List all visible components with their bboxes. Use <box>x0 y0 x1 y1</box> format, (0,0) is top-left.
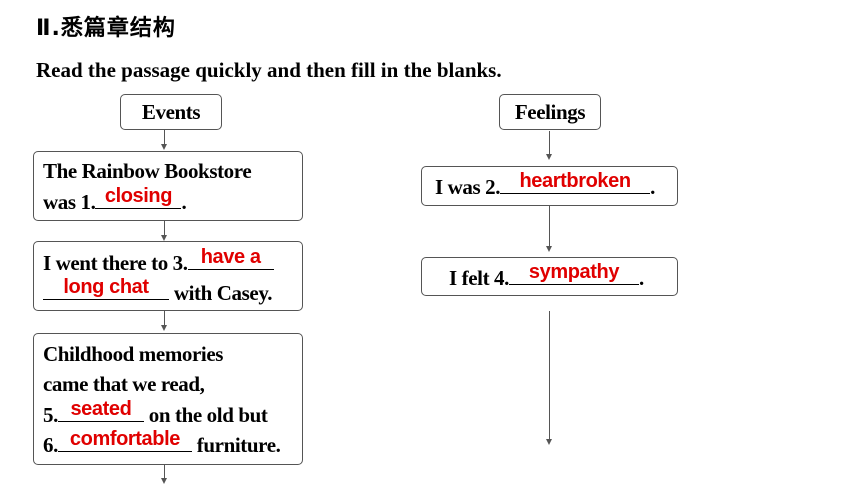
feeling-box-2: I felt 4. sympathy. <box>421 257 678 296</box>
event-box-3: Childhood memories came that we read, 5.… <box>33 333 303 465</box>
connector-line <box>549 131 550 154</box>
blank-2: heartbroken <box>500 170 651 194</box>
arrow-head <box>161 478 167 484</box>
feeling-box-1: I was 2. heartbroken. <box>421 166 678 206</box>
event3-prefix3: 5. <box>43 403 58 427</box>
arrow-head <box>161 144 167 150</box>
events-header-box: Events <box>120 94 222 130</box>
blank-3a: have a <box>187 246 274 270</box>
event3-line4: 6. comfortable furniture. <box>43 428 302 459</box>
instruction-text: Read the passage quickly and then fill i… <box>36 58 502 82</box>
blank-1: closing <box>95 185 182 209</box>
connector-line <box>164 465 165 478</box>
feeling1-line: I was 2. heartbroken. <box>435 170 677 201</box>
answer-3b: long chat <box>63 276 149 298</box>
arrow-head <box>546 439 552 445</box>
event3-line1: Childhood memories <box>43 342 224 366</box>
answer-5: seated <box>70 398 132 420</box>
event2-prefix: I went there to 3. <box>43 251 188 275</box>
arrow-head <box>161 235 167 241</box>
answer-1: closing <box>104 185 173 207</box>
event1-line2: was 1. closing. <box>43 185 302 216</box>
answer-3a: have a <box>200 246 261 268</box>
event1-suffix: . <box>181 190 187 214</box>
arrow-head <box>161 325 167 331</box>
answer-4: sympathy <box>528 261 620 283</box>
event-box-2: I went there to 3. have a long chat with … <box>33 241 303 311</box>
feeling2-prefix: I felt 4. <box>449 266 509 290</box>
feelings-header-box: Feelings <box>499 94 601 130</box>
connector-line <box>549 311 550 439</box>
event-box-1: The Rainbow Bookstore was 1. closing. <box>33 151 303 221</box>
event3-suffix3: on the old but <box>143 403 268 427</box>
arrow-head <box>546 246 552 252</box>
blank-5: seated <box>57 398 144 422</box>
answer-6: comfortable <box>69 428 180 450</box>
event1-prefix: was 1. <box>43 190 96 214</box>
blank-3b: long chat <box>43 276 169 300</box>
event2-line1: I went there to 3. have a <box>43 246 302 277</box>
connector-line <box>549 206 550 246</box>
feeling1-suffix: . <box>650 175 655 199</box>
event3-line2: came that we read, <box>43 372 205 396</box>
connector-line <box>164 221 165 235</box>
arrow-head <box>546 154 552 160</box>
event3-line3: 5. seated on the old but <box>43 398 302 429</box>
feelings-header-label: Feelings <box>514 99 586 124</box>
answer-2: heartbroken <box>519 170 631 192</box>
feeling2-line: I felt 4. sympathy. <box>449 261 677 292</box>
event3-prefix4: 6. <box>43 433 58 457</box>
event2-suffix: with Casey. <box>169 281 273 305</box>
event3-suffix4: furniture. <box>191 433 281 457</box>
feeling1-prefix: I was 2. <box>435 175 501 199</box>
section-title: Ⅱ.悉篇章结构 <box>36 16 176 41</box>
connector-line <box>164 130 165 144</box>
event1-line1: The Rainbow Bookstore <box>43 159 252 183</box>
blank-4: sympathy <box>508 261 639 285</box>
connector-line <box>164 311 165 325</box>
blank-6: comfortable <box>57 428 192 452</box>
event2-line2: long chat with Casey. <box>43 276 302 307</box>
events-header-label: Events <box>141 99 201 124</box>
feeling2-suffix: . <box>638 266 644 290</box>
